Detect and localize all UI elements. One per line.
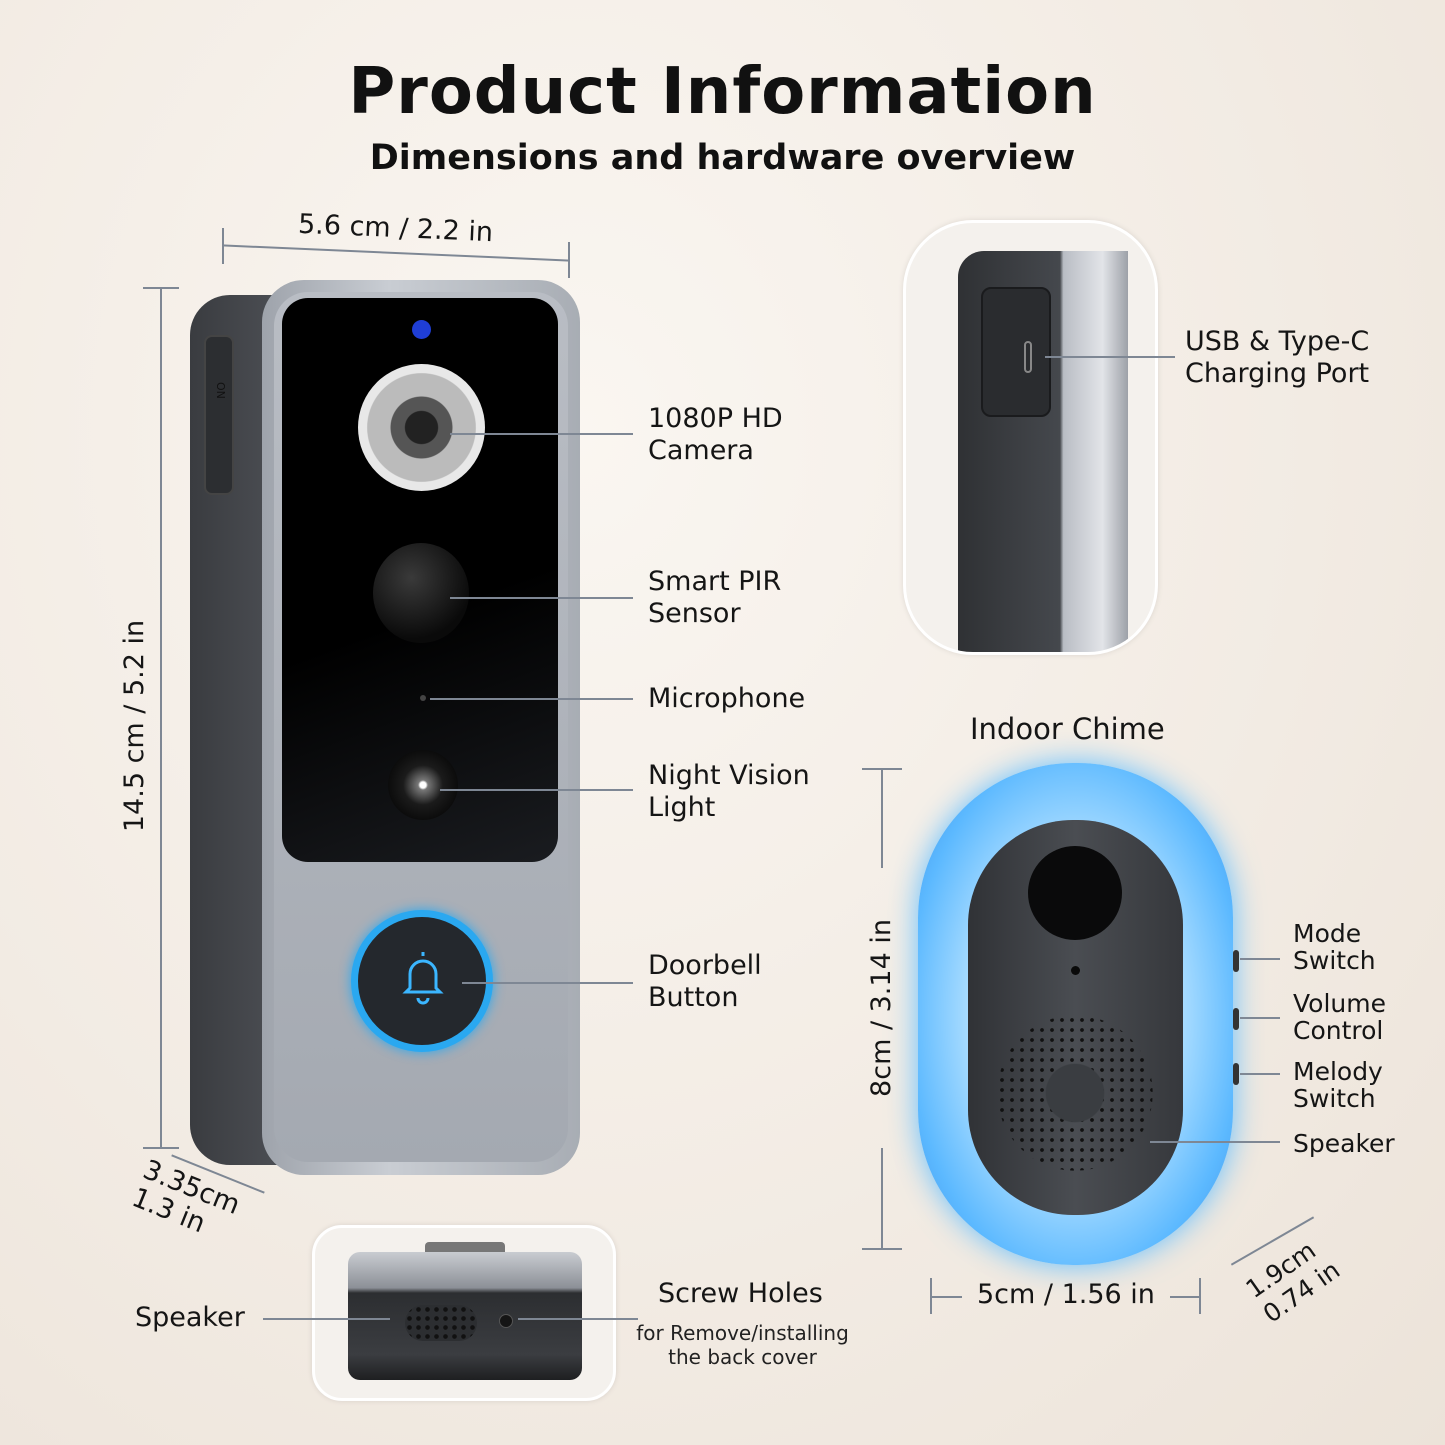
leader-line-night-vision [440, 789, 633, 791]
label-camera-line1: 1080P HD [648, 403, 783, 434]
chime-title: Indoor Chime [970, 712, 1165, 746]
power-switch: ON [204, 335, 234, 495]
page-title: Product Information [348, 55, 1097, 129]
doorbell-height-label: 14.5 cm / 5.2 in [119, 619, 150, 833]
bottom-speaker-holes [405, 1305, 477, 1341]
label-bottom-speaker: Speaker [135, 1302, 245, 1333]
bottom-view-panel [312, 1225, 616, 1401]
leader-line-button [462, 982, 633, 984]
mode-switch [1233, 950, 1239, 972]
melody-switch [1233, 1063, 1239, 1085]
leader-line-volume [1240, 1017, 1280, 1019]
dimension-tick [1199, 1278, 1201, 1314]
label-night-vision-line2: Light [648, 792, 716, 823]
status-led [412, 320, 431, 339]
label-port-line2: Charging Port [1185, 358, 1370, 389]
doorbell-height-dimension [160, 287, 162, 1147]
dimension-line [1170, 1296, 1199, 1298]
chime-height-dimension [881, 768, 883, 868]
power-switch-label: ON [214, 382, 227, 399]
port-cover [981, 287, 1051, 417]
leader-line-melody [1240, 1073, 1280, 1075]
label-button-line1: Doorbell [648, 950, 762, 981]
leader-line-camera [450, 433, 633, 435]
dimension-tick [222, 228, 224, 264]
dimension-tick [143, 287, 179, 289]
label-button-line2: Button [648, 982, 739, 1013]
label-night-vision-line1: Night Vision [648, 760, 810, 791]
label-port-line1: USB & Type-C [1185, 326, 1370, 357]
label-mode-line1: Mode [1293, 919, 1362, 948]
label-mode-line2: Switch [1293, 946, 1376, 975]
leader-line-bottom-speaker [263, 1318, 390, 1320]
screw-desc-line2: the back cover [668, 1345, 817, 1369]
dimension-tick [143, 1147, 179, 1149]
label-volume-line2: Control [1293, 1016, 1384, 1045]
label-mic: Microphone [648, 683, 806, 714]
label-screw-holes: Screw Holes [658, 1278, 823, 1309]
label-melody-line1: Melody [1293, 1057, 1383, 1086]
usb-c-port [1024, 341, 1032, 373]
microphone-hole [420, 695, 426, 701]
dimension-line [932, 1296, 962, 1298]
leader-line-screw-holes [518, 1318, 638, 1320]
bell-icon [400, 948, 446, 1008]
label-pir-line1: Smart PIR [648, 566, 782, 597]
night-vision-light [388, 750, 458, 820]
volume-control [1233, 1008, 1239, 1030]
camera-lens [358, 364, 485, 491]
dimension-tick [862, 1248, 902, 1250]
chime-width-label: 5cm / 1.56 in [977, 1279, 1155, 1310]
label-pir-line2: Sensor [648, 598, 741, 629]
doorbell-button[interactable] [351, 910, 493, 1052]
leader-line-pir [450, 597, 633, 599]
pir-sensor [373, 543, 469, 643]
leader-line-port [1045, 356, 1175, 358]
label-melody-line2: Switch [1293, 1084, 1376, 1113]
chime-light-sensor [1028, 846, 1122, 940]
screw-desc-line1: for Remove/installing [636, 1321, 849, 1345]
side-view-panel [903, 220, 1158, 655]
label-volume-line1: Volume [1293, 989, 1386, 1018]
leader-line-mic [430, 698, 633, 700]
screw-hole [499, 1314, 513, 1328]
page-subtitle: Dimensions and hardware overview [369, 138, 1076, 178]
leader-line-chime-speaker [1150, 1141, 1280, 1143]
leader-line-mode [1240, 958, 1280, 960]
chime-width-dimension [930, 1278, 932, 1314]
label-chime-speaker: Speaker [1293, 1129, 1395, 1158]
chime-height-label: 8cm / 3.14 in [866, 919, 897, 1097]
dimension-line [222, 244, 570, 262]
dimension-tick [862, 768, 902, 770]
dimension-line [881, 1148, 883, 1248]
label-camera-line2: Camera [648, 435, 754, 466]
chime-speaker-grille [997, 1015, 1153, 1171]
doorbell-width-dimension [222, 228, 570, 278]
dimension-tick [568, 242, 570, 278]
chime-indicator-dot [1071, 966, 1080, 975]
